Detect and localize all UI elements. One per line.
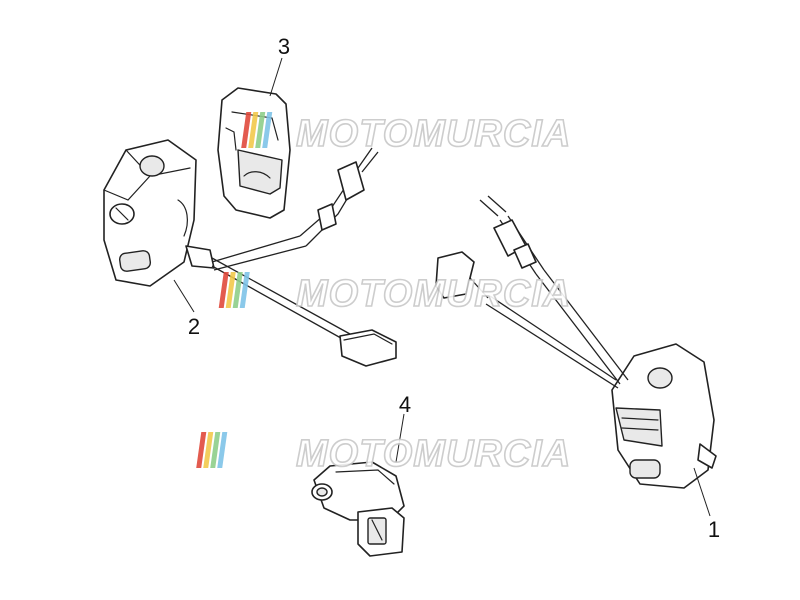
leader-line-2 — [173, 279, 195, 313]
watermark-stripe — [241, 112, 252, 148]
watermark-top: MOTOMURCIA — [241, 112, 571, 156]
watermark-stripe — [239, 272, 250, 308]
watermark-stripe — [218, 272, 229, 308]
watermark-text: MOTOMURCIA — [296, 273, 571, 315]
leader-line-3 — [269, 57, 283, 97]
left-switch-wire-harness — [185, 147, 397, 367]
part-2-left-handlebar-switch — [103, 139, 197, 287]
watermark-stripe — [255, 112, 266, 148]
part-3-switch-cover — [217, 87, 291, 219]
callout-2: 2 — [188, 314, 200, 339]
callout-4: 4 — [399, 392, 411, 417]
leader-line-4 — [395, 413, 405, 463]
callout-1: 1 — [708, 517, 720, 542]
part-4-switch-unit — [311, 461, 405, 557]
right-switch-wire-harness — [435, 195, 629, 389]
watermark-text: MOTOMURCIA — [296, 433, 571, 475]
watermark-text: MOTOMURCIA — [296, 113, 571, 155]
watermark-stripe — [196, 432, 207, 468]
watermark-stripe — [232, 272, 243, 308]
watermark-bottom: MOTOMURCIA — [196, 432, 571, 476]
watermark-stripe — [262, 112, 273, 148]
leader-line-1 — [693, 467, 711, 517]
part-1-right-handlebar-switch — [611, 343, 717, 489]
watermark-stripe — [203, 432, 214, 468]
watermark-stripe — [217, 432, 228, 468]
watermark-stripe — [248, 112, 259, 148]
watermark-middle: MOTOMURCIA — [218, 272, 571, 316]
watermark-stripe — [225, 272, 236, 308]
callout-3: 3 — [278, 34, 290, 59]
watermark-stripe — [210, 432, 221, 468]
